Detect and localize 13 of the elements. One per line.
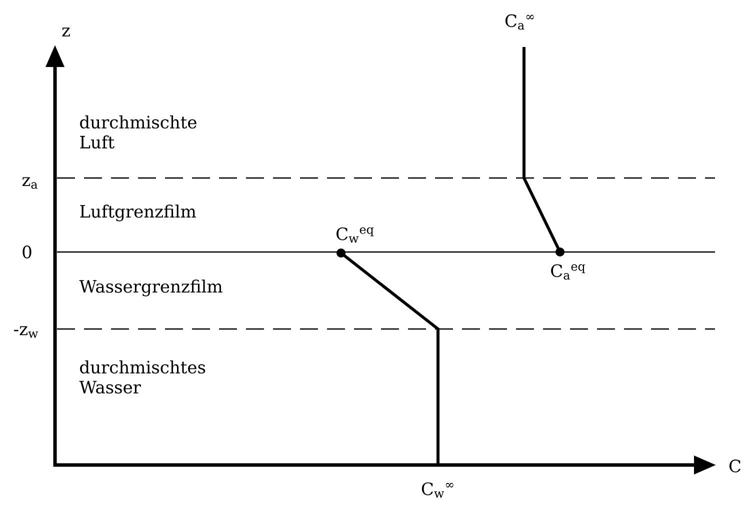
concentration-label: C$_{w}$∞: [422, 482, 454, 498]
layer-label: Luftgrenzfilm: [80, 204, 196, 222]
concentration-label: C$_{a}$∞: [505, 14, 534, 30]
layer-label: Wassergrenzfilm: [79, 280, 222, 296]
axis-label: C: [729, 460, 740, 472]
level-label: 0: [22, 246, 32, 258]
axis-label: z: [62, 28, 70, 36]
concentration-label: C$_{w}$eq: [336, 227, 374, 243]
layer-label: durchmischtes Wasser: [79, 360, 206, 394]
level-label: -z$_{w}$: [14, 326, 38, 338]
concentration-label: C$_{a}$eq: [551, 264, 586, 280]
layer-label: durchmischte Luft: [80, 115, 196, 149]
level-label: z$_{a}$: [22, 177, 38, 189]
